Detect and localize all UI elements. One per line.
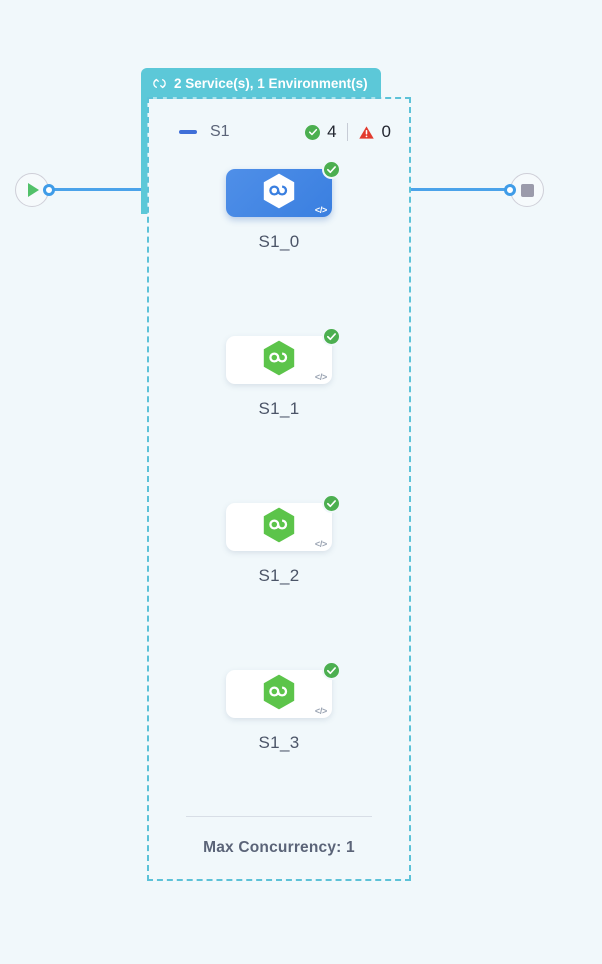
check-circle-icon [322,494,341,513]
check-circle-icon [322,661,341,680]
collapse-dash-icon[interactable] [179,130,197,134]
code-badge-icon: </> [314,372,327,382]
code-badge-icon: </> [314,205,327,215]
max-concurrency-label: Max Concurrency: 1 [203,839,355,856]
infinity-hexagon-icon [261,172,297,215]
code-badge-icon: </> [314,706,327,716]
warning-triangle-icon [358,124,375,141]
code-badge-icon: </> [314,539,327,549]
infinity-hexagon-icon [261,673,297,716]
footer-divider [186,816,372,817]
check-circle-icon [322,327,341,346]
success-count: 4 [327,122,337,141]
infinity-hexagon-icon [261,339,297,382]
service-card[interactable]: </> [226,160,341,217]
status-divider [346,123,348,141]
service-node-label: S1_1 [258,399,300,418]
service-node-label: S1_0 [258,232,300,251]
service-node-0[interactable]: </> S1_0 [149,160,409,252]
check-circle-icon [305,124,321,140]
stop-icon [520,183,534,197]
service-card[interactable]: </> [226,661,341,718]
group-footer: Max Concurrency: 1 [149,816,409,857]
edge-group-to-end [411,188,506,191]
service-group-container[interactable]: S1 4 0 [147,97,411,881]
group-header: S1 4 0 [149,117,409,147]
group-status-cluster: 4 0 [305,122,391,142]
service-node-label: S1_2 [258,566,300,585]
service-node-label: S1_3 [258,733,300,752]
start-node-output-port[interactable] [43,184,55,196]
play-icon [28,183,39,197]
check-circle-icon [322,160,341,179]
service-card[interactable]: </> [226,327,341,384]
service-node-2[interactable]: </> S1_2 [149,494,409,586]
service-node-1[interactable]: </> S1_1 [149,327,409,419]
sync-loop-icon [152,76,167,91]
service-node-3[interactable]: </> S1_3 [149,661,409,753]
group-tab-stub [141,99,148,214]
warning-count: 0 [381,122,391,141]
end-node-input-port[interactable] [504,184,516,196]
infinity-hexagon-icon [261,506,297,549]
group-name-label: S1 [210,123,230,140]
service-card[interactable]: </> [226,494,341,551]
group-tab-label: 2 Service(s), 1 Environment(s) [174,76,368,91]
edge-start-to-group [53,188,148,191]
group-tab[interactable]: 2 Service(s), 1 Environment(s) [141,68,381,99]
